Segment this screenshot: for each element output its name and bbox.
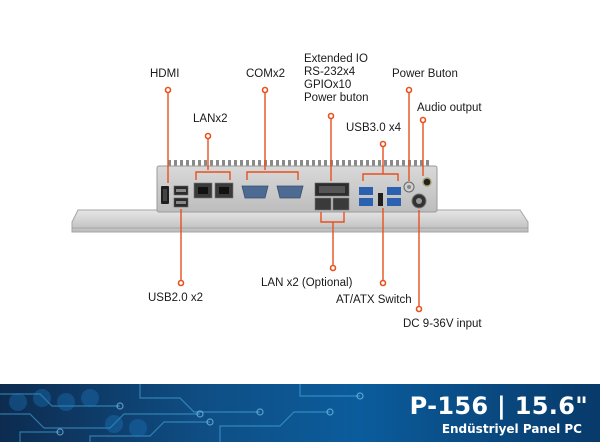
- panel-pc-bottom-view: [71, 86, 529, 313]
- label-comx2: COMx2: [246, 68, 285, 80]
- audio-jack: [422, 177, 432, 187]
- label-lan-x2-optional: LAN x2 (Optional): [261, 277, 353, 289]
- label-audio-output: Audio output: [417, 102, 482, 114]
- label-lanx2: LANx2: [193, 113, 228, 125]
- lan-optional-ports: [314, 197, 350, 211]
- label-usb30-x4: USB3.0 x4: [346, 122, 401, 134]
- panel-bezel: [71, 209, 529, 233]
- label-extended-io-line4: Power buton: [304, 92, 369, 104]
- usb20-ports: [173, 185, 189, 208]
- label-dc-input: DC 9-36V input: [403, 318, 482, 330]
- label-extended-io-line3: GPIOx10: [304, 79, 352, 91]
- hdmi-port: [161, 186, 169, 204]
- leader-lines: [164, 86, 427, 313]
- product-banner: P-156 | 15.6" Endüstriyel Panel PC: [0, 384, 600, 442]
- lan-ports: [193, 182, 234, 199]
- label-extended-io-line1: Extended IO: [304, 53, 368, 65]
- banner-title: P-156 | 15.6": [409, 392, 588, 420]
- extended-io-port: [314, 182, 350, 197]
- at-atx-switch: [378, 193, 383, 206]
- label-usb20-x2: USB2.0 x2: [148, 292, 203, 304]
- banner-subtitle: Endüstriyel Panel PC: [441, 422, 582, 436]
- usb30-ports: [359, 187, 401, 206]
- label-hdmi: HDMI: [150, 68, 180, 80]
- circuit-pattern: [0, 384, 364, 442]
- com-ports: [241, 185, 304, 199]
- label-extended-io-line2: RS-232x4: [304, 66, 356, 78]
- label-power-buton: Power Buton: [392, 68, 458, 80]
- dc-input-jack: [411, 193, 427, 209]
- label-extended-io: Extended IO RS-232x4 GPIOx10 Power buton: [304, 53, 369, 105]
- label-at-atx-switch: AT/ATX Switch: [336, 294, 412, 306]
- power-button: [403, 181, 415, 193]
